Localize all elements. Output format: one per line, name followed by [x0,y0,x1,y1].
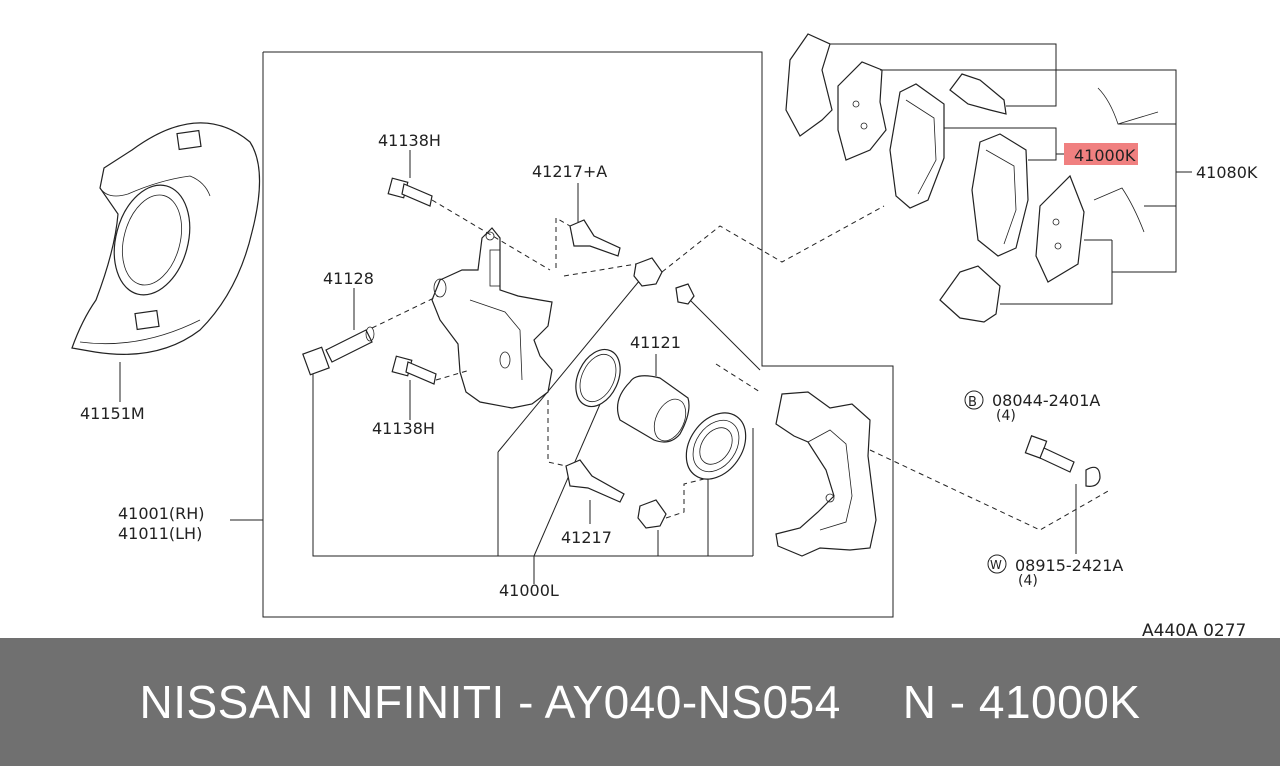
caliper-body-part[interactable] [431,227,553,409]
brake-caliper-diagram: 41138H 41217+A 41128 41121 41138H 41217 … [71,33,1258,638]
label-41011-lh: 41011(LH) [118,524,202,543]
footer-bar: NISSAN INFINITI - AY040-NS054 N - 41000K [0,638,1280,766]
label-41001-rh: 41001(RH) [118,504,205,523]
bolt-08044-part[interactable] [1024,435,1075,473]
label-41121: 41121 [630,333,681,352]
clip-lower-part[interactable] [939,265,1001,323]
inner-bracket-line [312,374,753,557]
label-41138h-top: 41138H [378,131,441,150]
pin-41217-part[interactable] [565,459,625,503]
drawing-reference: A440A 0277 [1142,621,1246,638]
label-41217a: 41217+A [532,162,607,181]
boot-lower-part[interactable] [637,499,667,529]
label-41000l: 41000L [499,581,559,600]
footer-brand-code: NISSAN INFINITI - AY040-NS054 [139,676,841,728]
boot-upper-part[interactable] [633,257,695,305]
label-bolt-code: 08044-2401A [992,391,1100,410]
label-41128: 41128 [323,269,374,288]
pad-outer-part[interactable] [889,83,945,209]
circle-w-icon [987,554,1007,574]
label-washer-code: 08915-2421A [1015,556,1123,575]
spring-clip-part[interactable] [1093,87,1159,233]
pin-41217a-part[interactable] [569,219,621,257]
bolt-41138h-top-part[interactable] [387,177,433,207]
washer-08915-part[interactable] [1085,466,1101,487]
label-41217: 41217 [561,528,612,547]
piston-boot-part[interactable] [674,402,758,491]
label-41151m: 41151M [80,404,145,423]
bolt-41138h-bottom-part[interactable] [391,355,437,385]
label-41138h-bottom: 41138H [372,419,435,438]
pad-inner-part[interactable] [971,133,1029,257]
torque-member-part[interactable] [775,391,877,557]
shim-outer-part[interactable] [785,33,833,137]
caliper-assembly-frame [262,51,894,618]
circle-b-letter: B [968,395,977,410]
part-highlight [1064,143,1138,165]
piston-seal-part[interactable] [567,342,629,413]
piston-part[interactable] [617,375,692,446]
label-washer-qty: (4) [1018,573,1038,589]
shim-inner-part[interactable] [837,61,887,161]
footer-part-number: N - 41000K [902,676,1141,728]
label-41080k: 41080K [1196,163,1258,182]
label-41000k: 41000K [1074,146,1136,165]
dust-shield-part[interactable] [71,122,261,355]
label-bolt-qty: (4) [996,408,1016,424]
shim-lower-part[interactable] [1035,174,1085,283]
circle-w-letter: W [990,558,1002,572]
bleeder-41128-part[interactable] [302,326,375,376]
circle-b-icon [964,390,984,410]
clip-upper-part[interactable] [949,73,1007,115]
